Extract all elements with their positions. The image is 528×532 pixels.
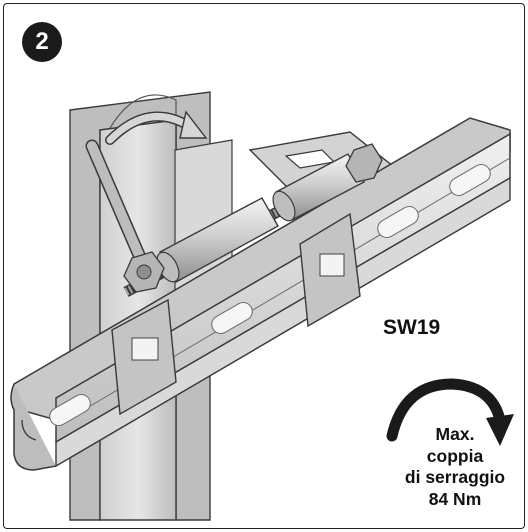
torque-line-4: 84 Nm (428, 488, 482, 509)
torque-line-2: coppia (426, 445, 484, 466)
sleeve-right (272, 153, 365, 222)
torque-line-3: di serraggio (404, 467, 506, 487)
torque-line-1: Max. (435, 424, 475, 444)
lever-handle (85, 139, 149, 269)
step-number-badge: 2 (22, 22, 62, 62)
torque-note: Max. coppia di serraggio 84 Nm (386, 424, 524, 510)
model-code-label: SW19 (383, 316, 441, 339)
clamp-blocks (111, 212, 361, 416)
hex-nut-right (345, 143, 383, 183)
rotation-arrow-icon (105, 110, 208, 145)
torque-arrow-icon (386, 378, 514, 446)
diagram-frame (3, 3, 525, 529)
hex-nut-left (123, 251, 165, 293)
